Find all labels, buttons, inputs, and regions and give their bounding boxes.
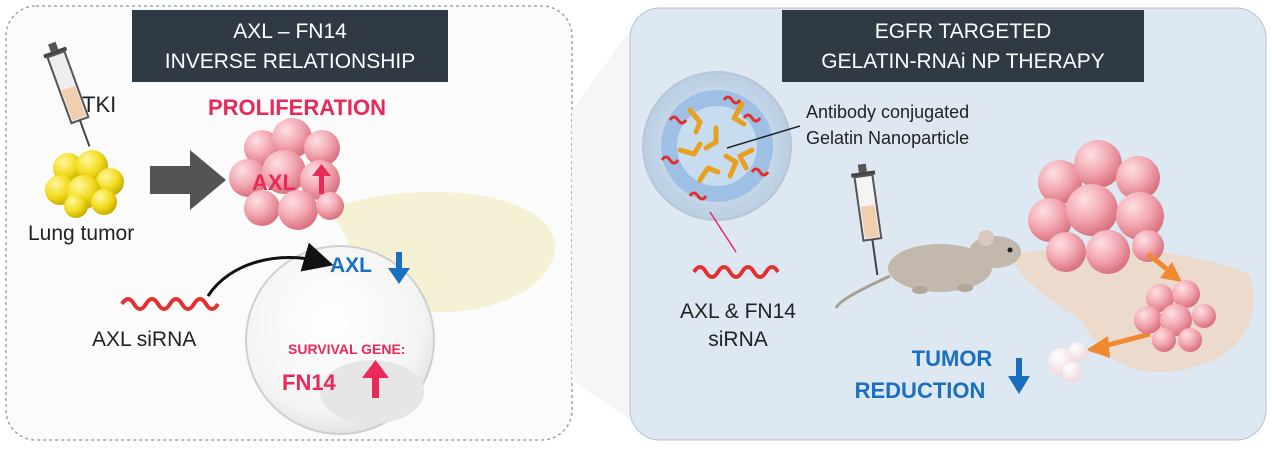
- shrink-arrow-icon: [1146, 252, 1182, 282]
- np-sirna-connector: [709, 211, 737, 253]
- tumor-reduction-line1: TUMOR: [912, 346, 993, 371]
- nanoparticle-icon: [642, 71, 792, 221]
- right-header-line1: EGFR TARGETED: [875, 20, 1052, 43]
- tki-label: TKI: [82, 92, 116, 117]
- lung-tumor-icon: [45, 150, 124, 218]
- right-header-line2: GELATIN-RNAi NP THERAPY: [821, 50, 1105, 73]
- syringe-icon: [851, 163, 883, 276]
- left-header-line2: INVERSE RELATIONSHIP: [165, 50, 416, 73]
- sirna-target-arrow: [206, 242, 334, 297]
- survival-gene-label: SURVIVAL GENE:: [288, 341, 405, 357]
- np-label-line2: Gelatin Nanoparticle: [806, 128, 969, 148]
- sirna-strand-icon: [692, 265, 780, 279]
- panel-connector: [572, 30, 630, 420]
- down-arrow-icon: [388, 252, 410, 284]
- up-arrow-icon: [312, 164, 331, 194]
- syringe-icon: [43, 41, 91, 147]
- np-label-line1: Antibody conjugated: [806, 102, 969, 122]
- sirna-label-line1: AXL & FN14: [680, 300, 796, 323]
- shrink-arrow-icon: [1086, 331, 1151, 358]
- np-callout-line: [726, 125, 801, 149]
- large-tumor-icon: [1028, 140, 1164, 274]
- sirna-label-line2: siRNA: [708, 328, 768, 351]
- medium-tumor-icon: [1134, 280, 1216, 352]
- progression-arrow: [150, 150, 226, 210]
- fn14-label: FN14: [282, 370, 337, 395]
- up-arrow-icon: [362, 360, 389, 398]
- down-arrow-icon: [1008, 358, 1030, 394]
- small-tumor-icon: [1048, 342, 1088, 382]
- mouse-icon: [834, 230, 1021, 309]
- axl-down-label: AXL: [330, 254, 372, 277]
- axl-sirna-label: AXL siRNA: [92, 328, 196, 351]
- sirna-strand-icon: [120, 297, 220, 311]
- proliferating-tumor-icon: [229, 118, 344, 230]
- axl-up-label: AXL: [252, 170, 296, 195]
- right-header-box: [782, 10, 1144, 82]
- left-header-box: [132, 10, 448, 82]
- proliferation-label: PROLIFERATION: [208, 95, 386, 120]
- tumor-reduction-line2: REDUCTION: [855, 378, 986, 403]
- lung-tumor-label: Lung tumor: [28, 222, 134, 245]
- left-header-line1: AXL – FN14: [233, 20, 347, 43]
